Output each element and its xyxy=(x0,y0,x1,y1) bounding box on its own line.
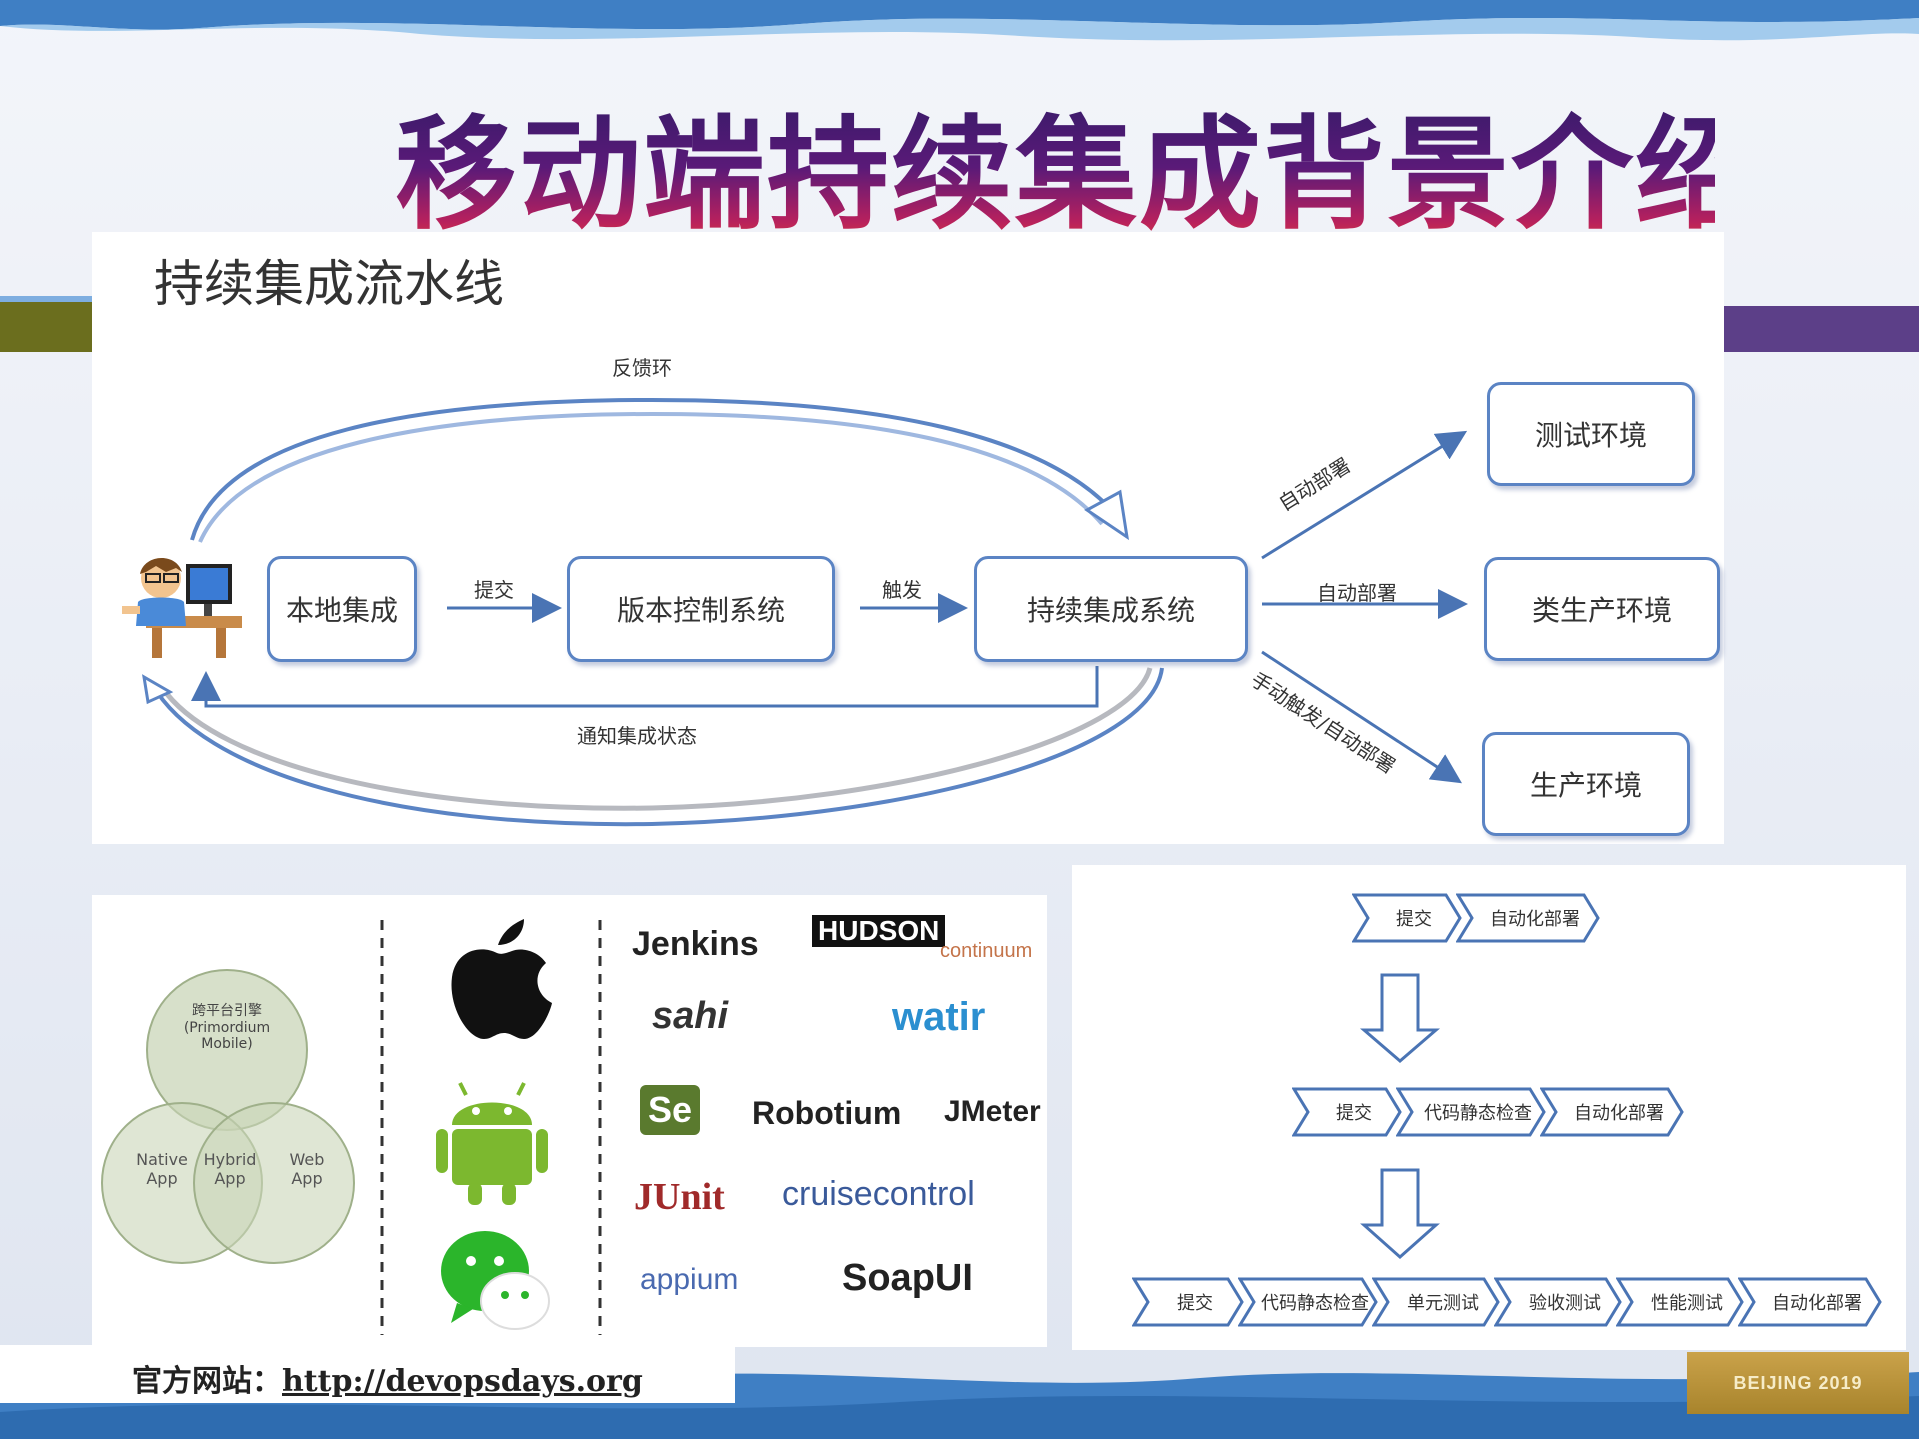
footer-bar xyxy=(0,1345,735,1403)
stage-chevron: 自动化部署 xyxy=(1456,893,1600,943)
slide-title: 移动端持续集成背景介绍 xyxy=(395,100,1757,250)
venn-cross-platform: 跨平台引擎 (Primordium Mobile) xyxy=(183,1003,271,1052)
stage-chevron: 提交 xyxy=(1132,1277,1244,1327)
logo-sahi: sahi xyxy=(652,995,729,1037)
stage-label: 自动化部署 xyxy=(1574,1103,1664,1124)
label-auto-deploy-staging: 自动部署 xyxy=(1317,581,1397,605)
logo-soapui: SoapUI xyxy=(842,1257,973,1299)
stage-label: 单元测试 xyxy=(1407,1293,1479,1314)
stage-chevron: 验收测试 xyxy=(1494,1277,1622,1327)
stage-chevron: 代码静态检查 xyxy=(1396,1087,1546,1137)
label-notify-status: 通知集成状态 xyxy=(577,724,697,748)
stage-chevron: 自动化部署 xyxy=(1738,1277,1882,1327)
node-local-integration: 本地集成 xyxy=(267,556,417,662)
stage-label: 提交 xyxy=(1396,909,1432,930)
stage-chevron: 提交 xyxy=(1292,1087,1402,1137)
android-icon xyxy=(436,1082,548,1205)
stage-chevron: 自动化部署 xyxy=(1540,1087,1684,1137)
stage-chevron: 单元测试 xyxy=(1372,1277,1500,1327)
wechat-icon xyxy=(441,1231,550,1330)
label-trigger: 触发 xyxy=(882,578,922,602)
stages-panel: 提交自动化部署提交代码静态检查自动化部署提交代码静态检查单元测试验收测试性能测试… xyxy=(1072,865,1906,1350)
footer-label: 官方网站： xyxy=(132,1364,282,1399)
logo-appium: appium xyxy=(640,1263,739,1296)
label-commit: 提交 xyxy=(474,578,514,602)
stage-label: 自动化部署 xyxy=(1772,1293,1862,1314)
apple-icon xyxy=(451,919,552,1039)
logo-selenium: Se xyxy=(640,1085,701,1135)
footer-link[interactable]: http://devopsdays.org xyxy=(282,1364,643,1399)
node-test-env: 测试环境 xyxy=(1487,382,1695,486)
venn-native-app: Native App xyxy=(136,1150,188,1188)
stage-label: 性能测试 xyxy=(1651,1293,1723,1314)
stage-label: 自动化部署 xyxy=(1490,909,1580,930)
node-prod-env: 生产环境 xyxy=(1482,732,1690,836)
devopsdays-badge: BEIJING 2019 xyxy=(1687,1352,1909,1414)
venn-diagram xyxy=(101,920,602,1335)
venn-web-app: Web App xyxy=(289,1150,325,1188)
label-feedback-loop: 反馈环 xyxy=(612,356,672,380)
venn-hybrid-app: Hybrid App xyxy=(203,1150,257,1188)
platforms-panel: 跨平台引擎 (Primordium Mobile) Native App Hyb… xyxy=(92,895,1047,1347)
logo-jenkins: Jenkins xyxy=(632,925,759,963)
pipeline-panel: 持续集成流水线 xyxy=(92,232,1724,844)
logo-continuum: continuum xyxy=(940,940,1033,962)
stage-chevron: 代码静态检查 xyxy=(1238,1277,1378,1327)
node-staging-env: 类生产环境 xyxy=(1484,557,1720,661)
pipeline-arrows xyxy=(142,397,1468,827)
pipeline-heading: 持续集成流水线 xyxy=(154,255,504,313)
logo-cruisecontrol: cruisecontrol xyxy=(782,1175,975,1213)
stage-chevron: 提交 xyxy=(1352,893,1462,943)
developer-icon xyxy=(122,557,242,658)
node-version-control: 版本控制系统 xyxy=(567,556,835,662)
logo-hudson: HUDSON xyxy=(812,915,946,947)
logo-junit: JUnit xyxy=(634,1176,725,1218)
logo-watir: watir xyxy=(892,995,986,1039)
stage-label: 提交 xyxy=(1177,1293,1213,1314)
logo-robotium: Robotium xyxy=(752,1095,902,1131)
stage-label: 验收测试 xyxy=(1529,1293,1601,1314)
stage-label: 代码静态检查 xyxy=(1261,1293,1369,1314)
footer-text: 官方网站：http://devopsdays.org xyxy=(132,1356,643,1400)
stage-label: 提交 xyxy=(1336,1103,1372,1124)
stage-down-arrows xyxy=(1359,973,1441,1260)
node-ci-system: 持续集成系统 xyxy=(974,556,1248,662)
stage-chevron: 性能测试 xyxy=(1616,1277,1744,1327)
stage-label: 代码静态检查 xyxy=(1424,1103,1532,1124)
logo-jmeter: JMeter xyxy=(944,1095,1041,1128)
